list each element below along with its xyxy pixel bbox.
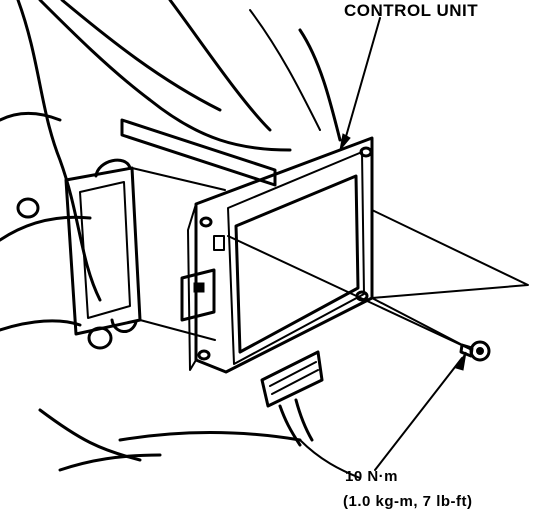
control-unit-label: CONTROL UNIT: [344, 1, 479, 20]
harness-connector-icon: [260, 350, 324, 408]
bracket-bottom-rail: [139, 319, 216, 341]
harness-wire-1: [278, 404, 302, 447]
bracket-tab-bottom: [110, 318, 138, 333]
bolt-center-icon: [476, 347, 484, 355]
ecu-side-tab: [180, 268, 216, 322]
wiring-harness: [260, 350, 361, 479]
panel-crease-1: [60, 0, 222, 112]
leader-torque: [374, 357, 463, 471]
rear-bracket: [64, 118, 277, 341]
ecu-screw-lower-left-icon: [197, 349, 211, 361]
panel-ledge: [0, 111, 62, 122]
panel-edge-upper: [38, 0, 292, 152]
floor-curve-1: [38, 408, 142, 462]
arrow-control-unit-icon: [339, 133, 351, 152]
ecu-front-inset: [227, 151, 365, 365]
panel-crease-3: [249, 9, 321, 131]
floor-curve-2: [58, 453, 162, 472]
torque-conversion-label: (1.0 kg-m, 7 lb-ft): [343, 493, 473, 510]
floor-curve-3: [118, 431, 302, 442]
leader-control-unit: [344, 17, 381, 141]
panel-crease-4: [298, 28, 342, 142]
ecu-side-edge: [187, 203, 197, 371]
ecu-clip-icon: [213, 235, 225, 251]
mounting-bosses: [16, 197, 113, 350]
ecu-tab-hole-icon: [193, 282, 205, 293]
ecu-front-face: [194, 136, 374, 374]
boss-upper-icon: [16, 197, 40, 219]
leader-bolt-axis: [227, 235, 473, 351]
harness-wire-2: [294, 398, 314, 442]
body-panel-lines: [0, 0, 342, 472]
torque-value-label: 10 N·m: [345, 468, 399, 485]
bracket-top-rail: [131, 167, 226, 191]
leader-mount-points: [371, 209, 529, 351]
harness-wire-3: [299, 439, 361, 479]
panel-edge-left: [16, 0, 102, 302]
bracket-outer: [64, 166, 142, 336]
arrow-torque-icon: [455, 351, 467, 371]
bolt-shank-icon: [459, 343, 474, 358]
panel-crease-2: [168, 0, 272, 132]
connector-ribs: [269, 361, 319, 395]
hose-lower-left: [0, 319, 82, 332]
control-unit-box: [180, 136, 374, 374]
mounting-bolt: [459, 340, 491, 362]
ecu-panel: [234, 174, 360, 354]
bracket-tab-top: [94, 158, 132, 178]
ecu-screw-upper-right-icon: [359, 146, 373, 158]
bracket-top-flange: [120, 118, 277, 187]
bracket-inner: [79, 181, 131, 319]
leader-lines: [227, 17, 529, 471]
ecu-screw-upper-left-icon: [199, 216, 213, 228]
